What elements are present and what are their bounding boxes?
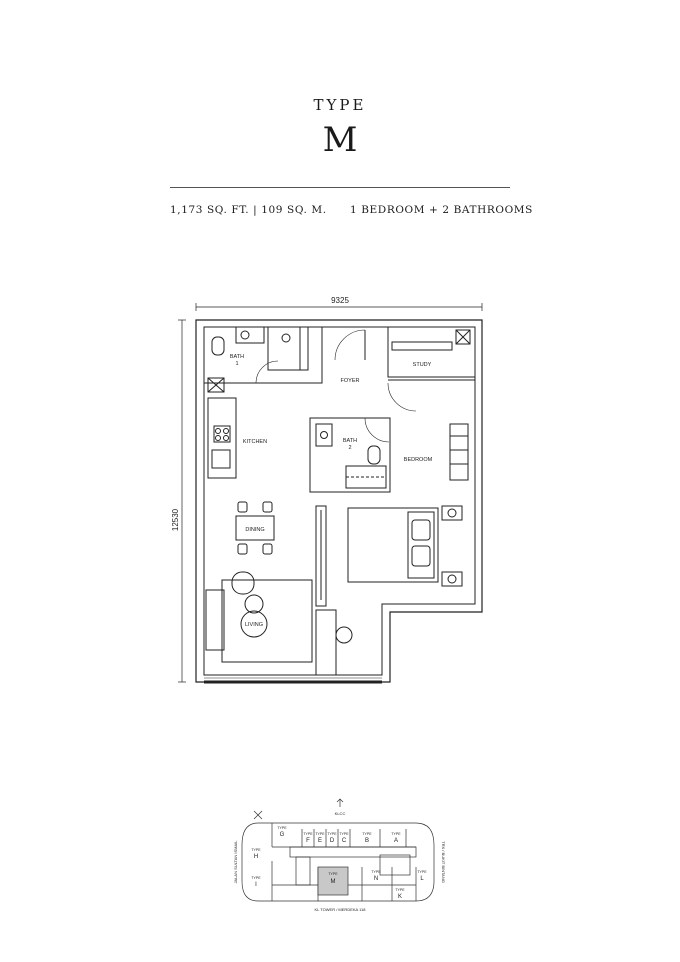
bed — [347, 507, 439, 583]
bedroom-label: BEDROOM — [404, 457, 433, 463]
unit-f: TYPE F — [303, 832, 313, 844]
type-letter: M — [322, 120, 358, 160]
unit-i: TYPE I — [251, 876, 261, 888]
kitchen-label: KITCHEN — [243, 439, 267, 445]
rooms-spec: 1 BEDROOM + 2 BATHROOMS — [350, 204, 533, 216]
svg-text:TYPE: TYPE — [391, 832, 401, 836]
bath1-number: 1 — [235, 361, 238, 367]
svg-text:TYPE: TYPE — [303, 832, 313, 836]
foyer-label: FOYER — [341, 378, 360, 384]
unit-h: TYPE H — [251, 848, 261, 860]
svg-text:TYPE: TYPE — [362, 832, 372, 836]
bath2-number: 2 — [348, 445, 351, 451]
bath2-label: BATH — [343, 438, 357, 444]
study-label: STUDY — [413, 362, 432, 368]
svg-text:A: A — [394, 838, 398, 844]
unit-m-highlight — [317, 866, 349, 896]
study-walls — [387, 326, 476, 378]
svg-text:D: D — [330, 838, 335, 844]
bath2-walls — [309, 417, 391, 493]
road-top: KLCC — [335, 811, 346, 816]
living-rug — [221, 579, 313, 663]
road-left: JALAN SULTAN ISMAIL — [233, 840, 238, 884]
compass-icon — [253, 798, 344, 820]
area-spec: 1,173 SQ. FT. | 109 SQ. M. — [170, 204, 327, 216]
unit-e: TYPE E — [315, 832, 325, 844]
road-bottom: KL TOWER / MERDEKA 118 — [315, 907, 367, 912]
road-right: TRX / BUKIT BINTANG — [441, 841, 446, 883]
svg-text:TYPE: TYPE — [371, 870, 381, 874]
svg-text:M: M — [331, 879, 336, 885]
svg-text:C: C — [342, 838, 347, 844]
sofa — [205, 589, 225, 651]
svg-text:N: N — [374, 876, 378, 882]
bath1-label: BATH — [230, 354, 244, 360]
height-dimension: 12530 — [171, 508, 180, 531]
kitchen-counter — [207, 397, 237, 479]
svg-text:TYPE: TYPE — [251, 876, 261, 880]
living-label: LIVING — [245, 622, 263, 628]
unit-m: TYPE M — [328, 872, 338, 885]
svg-text:H: H — [254, 854, 258, 860]
svg-text:F: F — [306, 838, 310, 844]
svg-text:TYPE: TYPE — [328, 872, 338, 876]
svg-text:B: B — [365, 838, 369, 844]
svg-text:K: K — [398, 894, 402, 900]
dining-table — [235, 515, 275, 541]
svg-text:E: E — [318, 838, 322, 844]
svg-text:TYPE: TYPE — [327, 832, 337, 836]
svg-text:TYPE: TYPE — [339, 832, 349, 836]
bath1-walls — [203, 326, 323, 384]
unit-n: TYPE N — [371, 870, 381, 882]
floor-plan: 9325 12530 BATH 1 FOYER STUDY KITCHEN BA… — [171, 296, 483, 684]
unit-l: TYPE L — [417, 870, 427, 882]
unit-b: TYPE B — [362, 832, 372, 844]
svg-text:G: G — [280, 832, 285, 838]
svg-text:L: L — [420, 876, 424, 882]
svg-text:TYPE: TYPE — [315, 832, 325, 836]
width-dimension: 9325 — [331, 296, 349, 305]
svg-text:TYPE: TYPE — [277, 826, 287, 830]
unit-c: TYPE C — [339, 832, 349, 844]
svg-text:TYPE: TYPE — [417, 870, 427, 874]
unit-a: TYPE A — [391, 832, 401, 844]
type-label: TYPE — [313, 96, 367, 114]
svg-text:TYPE: TYPE — [395, 888, 405, 892]
unit-g: TYPE G — [277, 826, 287, 838]
svg-text:TYPE: TYPE — [251, 848, 261, 852]
unit-d: TYPE D — [327, 832, 337, 844]
outer-wall — [195, 319, 483, 683]
key-plan: KLCC KL TOWER / MERDEKA 118 JALAN SULTAN… — [233, 798, 446, 912]
dining-label: DINING — [245, 527, 264, 533]
divider-rule — [170, 187, 510, 188]
unit-k: TYPE K — [395, 888, 405, 900]
svg-text:I: I — [255, 882, 257, 888]
